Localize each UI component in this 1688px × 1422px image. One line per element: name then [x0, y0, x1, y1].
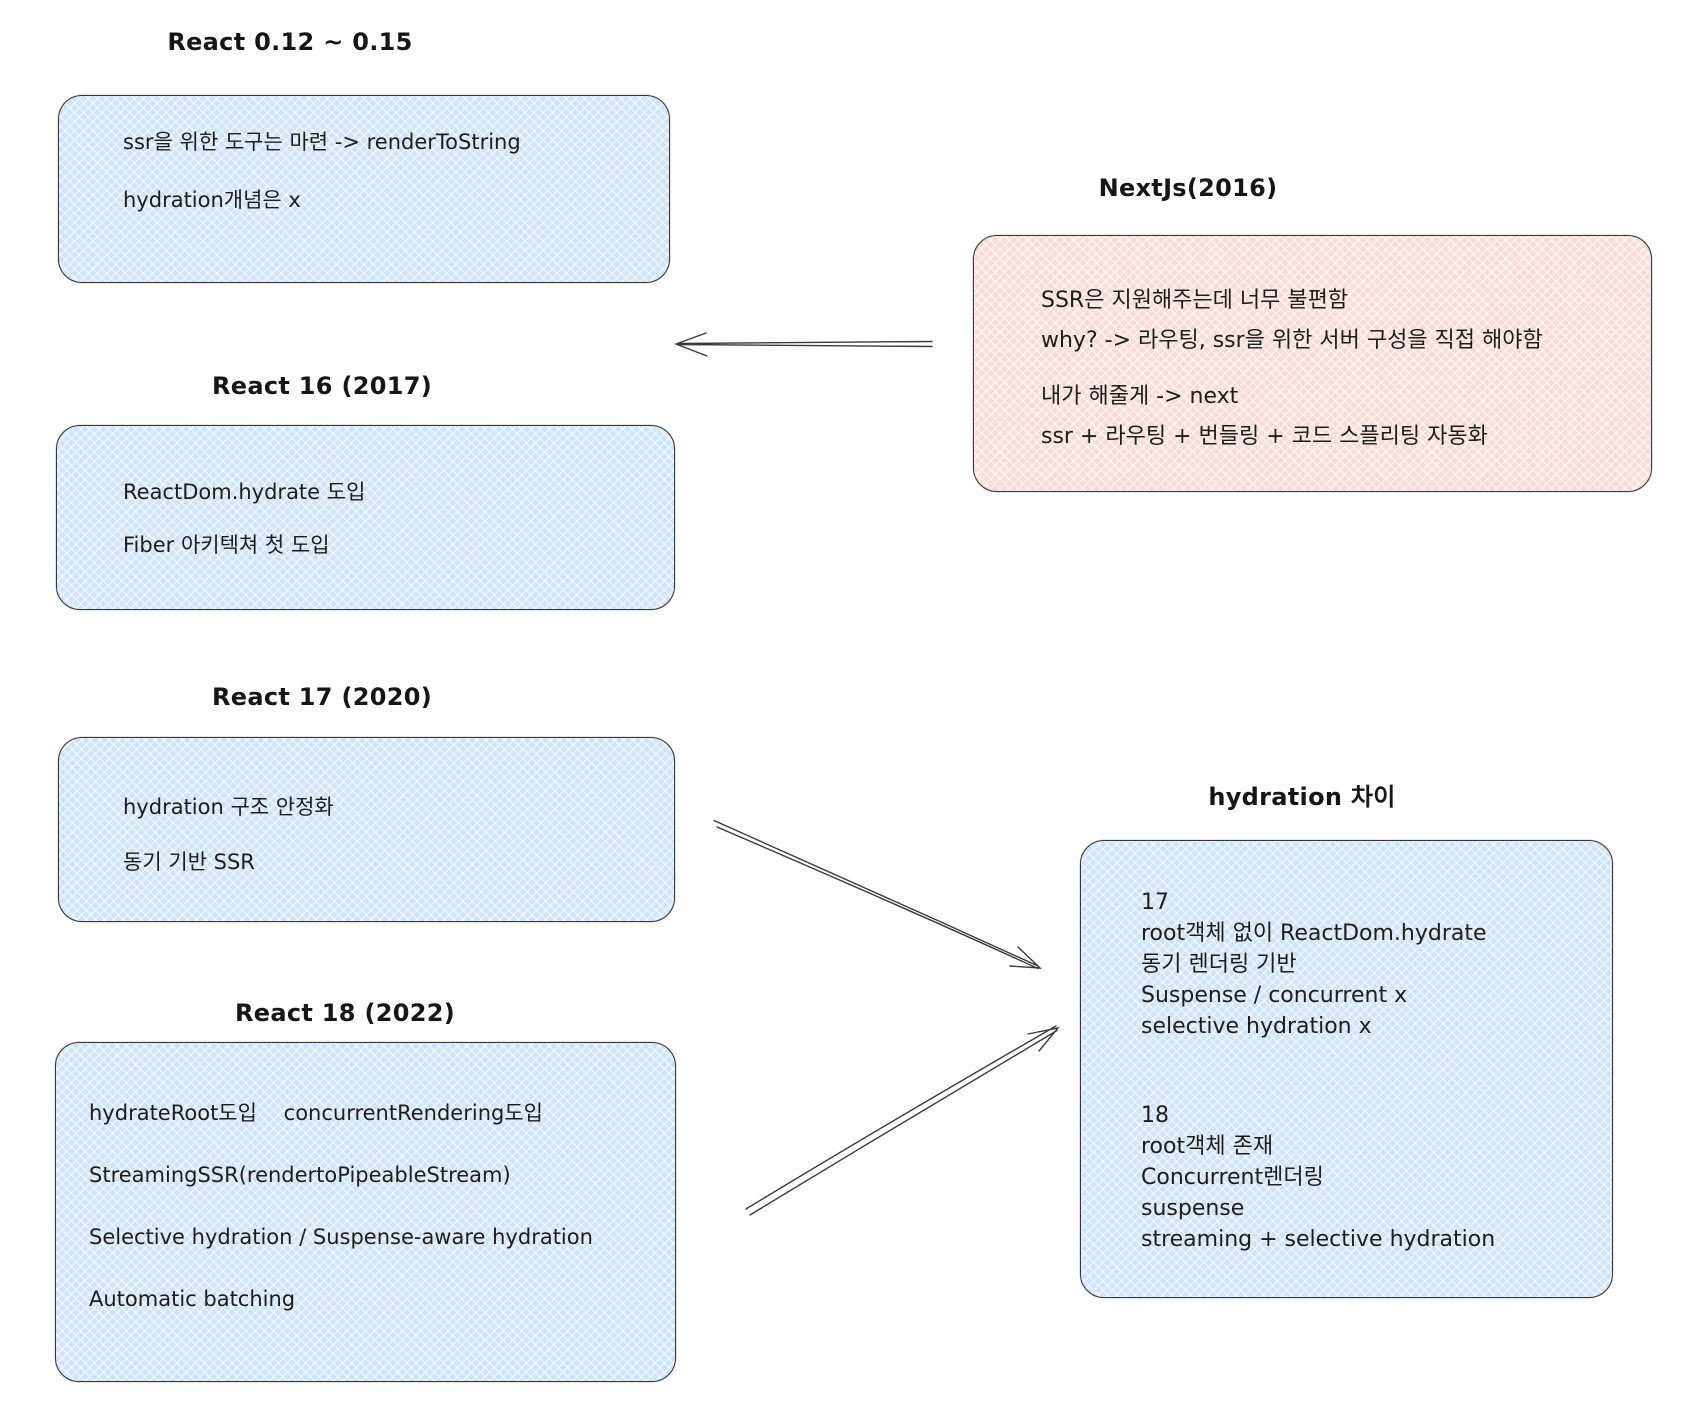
box-text-line: Selective hydration / Suspense-aware hyd… [89, 1225, 593, 1249]
title-hydration-diff: hydration 차이 [1208, 783, 1396, 811]
box-text-line: 17 [1141, 890, 1169, 915]
arrow-nextjs-to-react-old [674, 332, 933, 357]
box-text-line: hydrateRoot도입 concurrentRendering도입 [89, 1101, 543, 1125]
hydration-diff-react17-section: 17 root객체 없이 ReactDom.hydrate 동기 렌더링 기반 … [1141, 887, 1596, 1042]
box-text-line: SSR은 지원해주는데 너무 불편함 [1041, 288, 1349, 313]
box-text-line: selective hydration x [1141, 1014, 1372, 1039]
box-text-line: suspense [1141, 1196, 1245, 1221]
box-text-line: hydration 구조 안정화 [123, 795, 334, 819]
box-react-012-015: ssr을 위한 도구는 마련 -> renderToString hydrati… [58, 95, 670, 283]
box-text-line: 동기 기반 SSR [123, 850, 255, 874]
arrow-react18-to-hydration-diff [745, 1025, 1060, 1216]
title-react-17: React 17 (2020) [212, 683, 432, 711]
title-react-012-015: React 0.12 ~ 0.15 [167, 28, 413, 56]
box-react-16: ReactDom.hydrate 도입 Fiber 아키텍쳐 첫 도입 [56, 425, 675, 610]
box-text-line: Suspense / concurrent x [1141, 983, 1408, 1008]
box-text-line: Concurrent렌더링 [1141, 1165, 1324, 1190]
hydration-diff-react18-section: 18 root객체 존재 Concurrent렌더링 suspense stre… [1141, 1100, 1596, 1255]
box-text-line: 18 [1141, 1103, 1169, 1128]
box-text-line: root객체 없이 ReactDom.hydrate [1141, 921, 1487, 946]
title-nextjs-2016: NextJs(2016) [1098, 174, 1278, 202]
box-text-line: why? -> 라우팅, ssr을 위한 서버 구성을 직접 해야함 [1041, 328, 1543, 353]
box-text-line: Fiber 아키텍쳐 첫 도입 [123, 533, 330, 557]
box-text-line: StreamingSSR(rendertoPipeableStream) [89, 1163, 511, 1187]
arrow-react17-to-hydration-diff [713, 819, 1042, 970]
box-text-line: ssr + 라우팅 + 번들링 + 코드 스플리팅 자동화 [1041, 424, 1488, 449]
title-react-18: React 18 (2022) [235, 999, 455, 1027]
box-nextjs-2016: SSR은 지원해주는데 너무 불편함 why? -> 라우팅, ssr을 위한 … [973, 235, 1652, 492]
box-text-line: ssr을 위한 도구는 마련 -> renderToString [123, 130, 521, 154]
box-text-line: root객체 존재 [1141, 1134, 1274, 1159]
box-react-18: hydrateRoot도입 concurrentRendering도입 Stre… [55, 1042, 676, 1382]
box-text-line: ReactDom.hydrate 도입 [123, 480, 366, 504]
box-text-line: 동기 렌더링 기반 [1141, 952, 1297, 977]
box-hydration-diff: 17 root객체 없이 ReactDom.hydrate 동기 렌더링 기반 … [1080, 840, 1613, 1298]
box-text-line: streaming + selective hydration [1141, 1227, 1496, 1252]
box-text-line: 내가 해줄게 -> next [1041, 384, 1239, 409]
box-text-line: Automatic batching [89, 1287, 296, 1311]
box-react-17: hydration 구조 안정화 동기 기반 SSR [58, 737, 675, 922]
title-react-16: React 16 (2017) [212, 372, 432, 400]
box-text-line: hydration개념은 x [123, 188, 301, 212]
